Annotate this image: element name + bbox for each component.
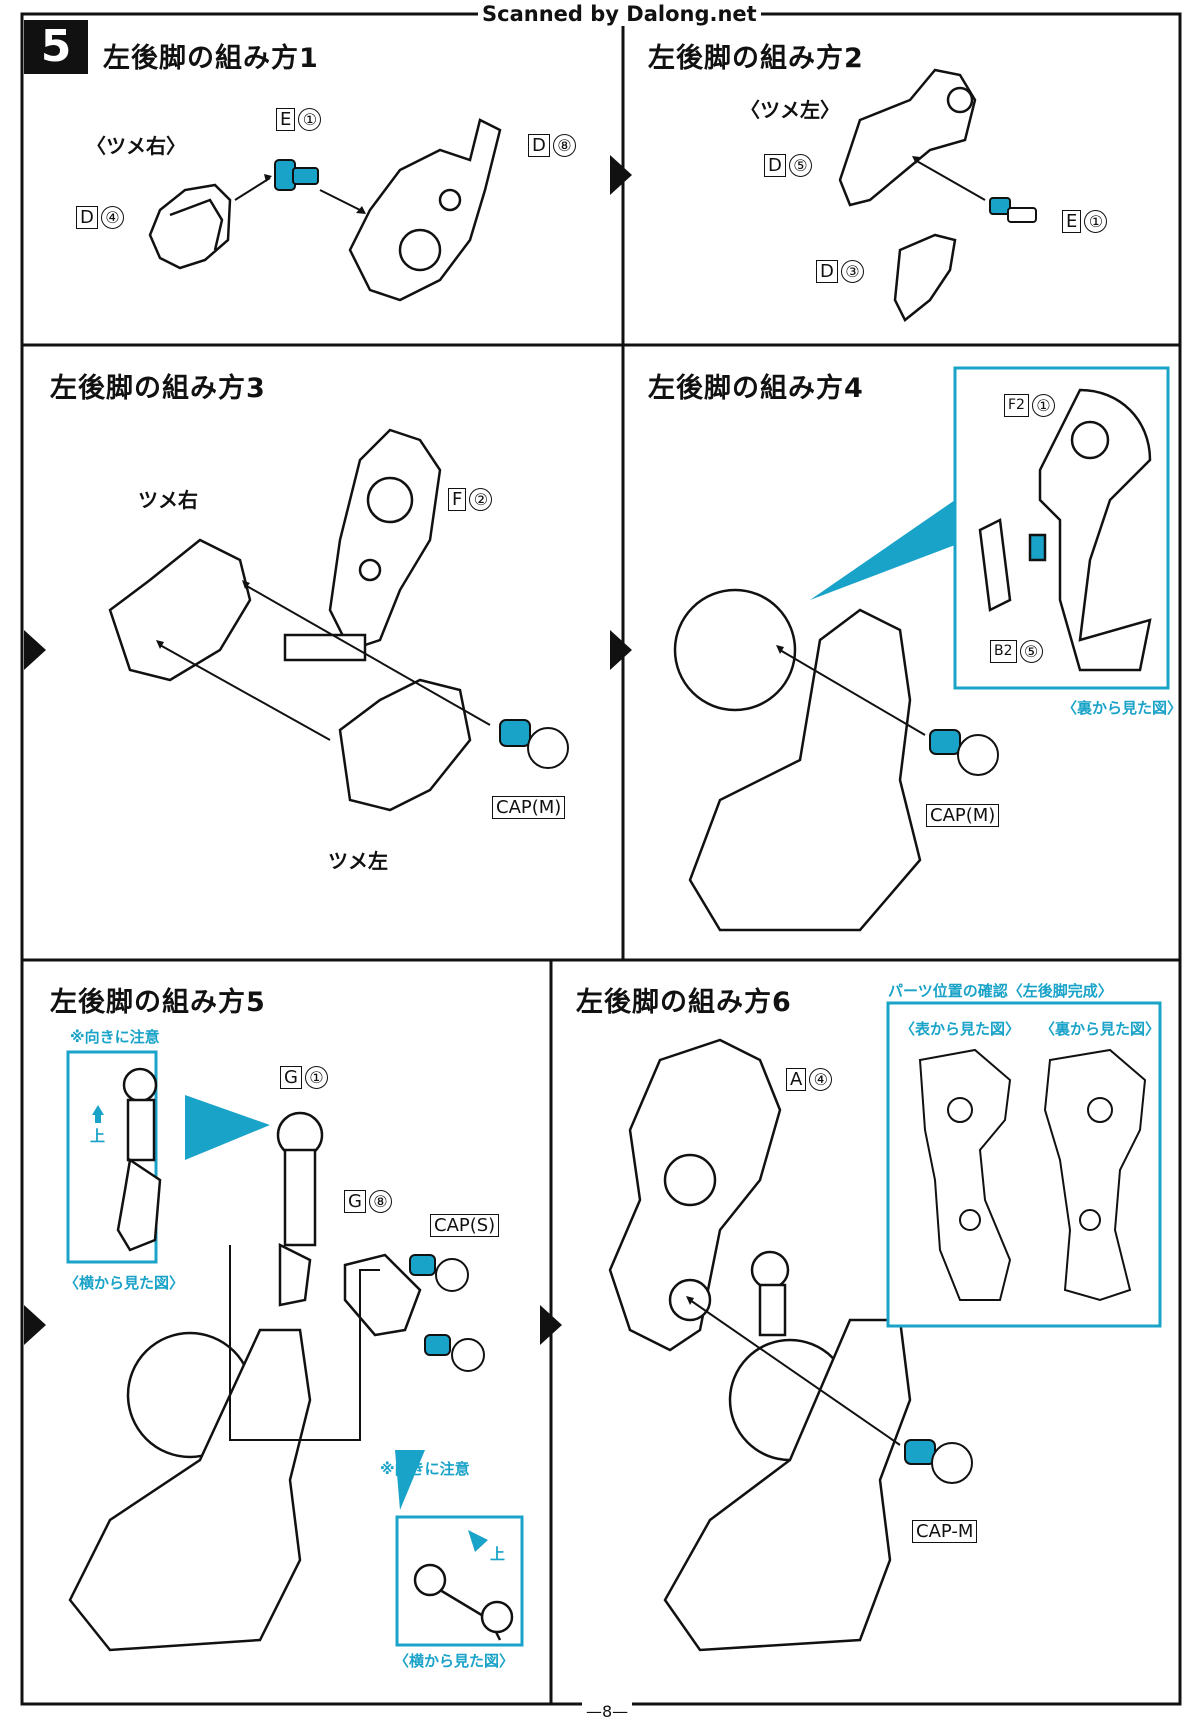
p5-view-note2: 〈横から見た図〉 (394, 1652, 515, 1670)
p6-back-view: 〈裏から見た図〉 (1040, 1020, 1161, 1038)
p2-claw-label: 〈ツメ左〉 (740, 98, 840, 122)
p6-leg-assembly (663, 1250, 912, 1652)
flow-arrow (540, 1305, 562, 1345)
flow-arrow (24, 630, 46, 670)
p5-inset2-pointer (395, 1450, 425, 1510)
p6-confirm-title: パーツ位置の確認〈左後脚完成〉 (888, 982, 1113, 1000)
p6-back-view (1043, 1048, 1147, 1302)
p5-leg-assembly (68, 1328, 312, 1652)
p5-up-arrow (92, 1105, 104, 1115)
p1-claw-label: 〈ツメ右〉 (86, 134, 186, 158)
p3-cap (499, 719, 569, 769)
p5-inset-rod (116, 1067, 162, 1252)
watermark: Scanned by Dalong.net (478, 2, 761, 26)
p2-claw-part (838, 68, 977, 207)
p6-front-view: 〈表から見た図〉 (900, 1020, 1021, 1038)
p6-front-view (918, 1048, 1012, 1301)
step-number-badge: 5 (24, 20, 88, 74)
p5-caution2: ※向きに注意 (380, 1460, 470, 1478)
p3-cap-label: CAP(M) (492, 796, 566, 819)
p5-cap-a (409, 1254, 469, 1292)
p2-title: 左後脚の組み方2 (648, 43, 864, 74)
p4-cap-label: CAP(M) (926, 804, 1000, 827)
p3-claw-right (108, 538, 252, 682)
p4-inset-part (978, 388, 1152, 672)
flow-arrow (24, 1305, 46, 1345)
p4-leg-assembly (673, 588, 922, 932)
p1-pin (274, 159, 319, 191)
p5-up-arrow2 (468, 1530, 488, 1552)
flow-arrow (610, 155, 632, 195)
p3-claw-right: ツメ右 (138, 488, 198, 512)
p4-inset-pointer (810, 500, 955, 600)
p6-cap-label: CAP-M (912, 1520, 978, 1543)
p5-up-label2: 上 (490, 1545, 506, 1563)
p3-title: 左後脚の組み方3 (50, 373, 266, 404)
p5-caution: ※向きに注意 (70, 1028, 160, 1046)
p5-inset-pointer (185, 1095, 270, 1160)
p5-link (343, 1253, 422, 1337)
p3-frame-part (283, 428, 442, 662)
p2-pin (989, 197, 1037, 223)
p1-leg-part (348, 118, 502, 302)
p5-up-label: 上 (90, 1127, 106, 1145)
p4-title: 左後脚の組み方4 (648, 373, 864, 404)
p6-title: 左後脚の組み方6 (576, 987, 792, 1018)
p5-rod (276, 1111, 324, 1307)
p5-cap-label: CAP(S) (430, 1214, 500, 1237)
p4-cap (929, 729, 999, 776)
p4-view-note: 〈裏から見た図〉 (1062, 699, 1183, 717)
p5-inset2-link (413, 1563, 514, 1641)
p5-cap-b (424, 1334, 485, 1372)
p1-title: 左後脚の組み方1 (103, 43, 319, 74)
p6-cap (904, 1439, 973, 1484)
p6-thigh (608, 1038, 782, 1352)
page-number: —8— (582, 1702, 633, 1721)
flow-arrow (610, 630, 632, 670)
p5-view-note: 〈横から見た図〉 (64, 1274, 185, 1292)
p1-claw-part (148, 183, 232, 270)
p5-title: 左後脚の組み方5 (50, 987, 266, 1018)
p3-claw-left: ツメ左 (328, 849, 388, 873)
p2-small-part (893, 233, 957, 322)
p3-claw-left (338, 678, 472, 812)
